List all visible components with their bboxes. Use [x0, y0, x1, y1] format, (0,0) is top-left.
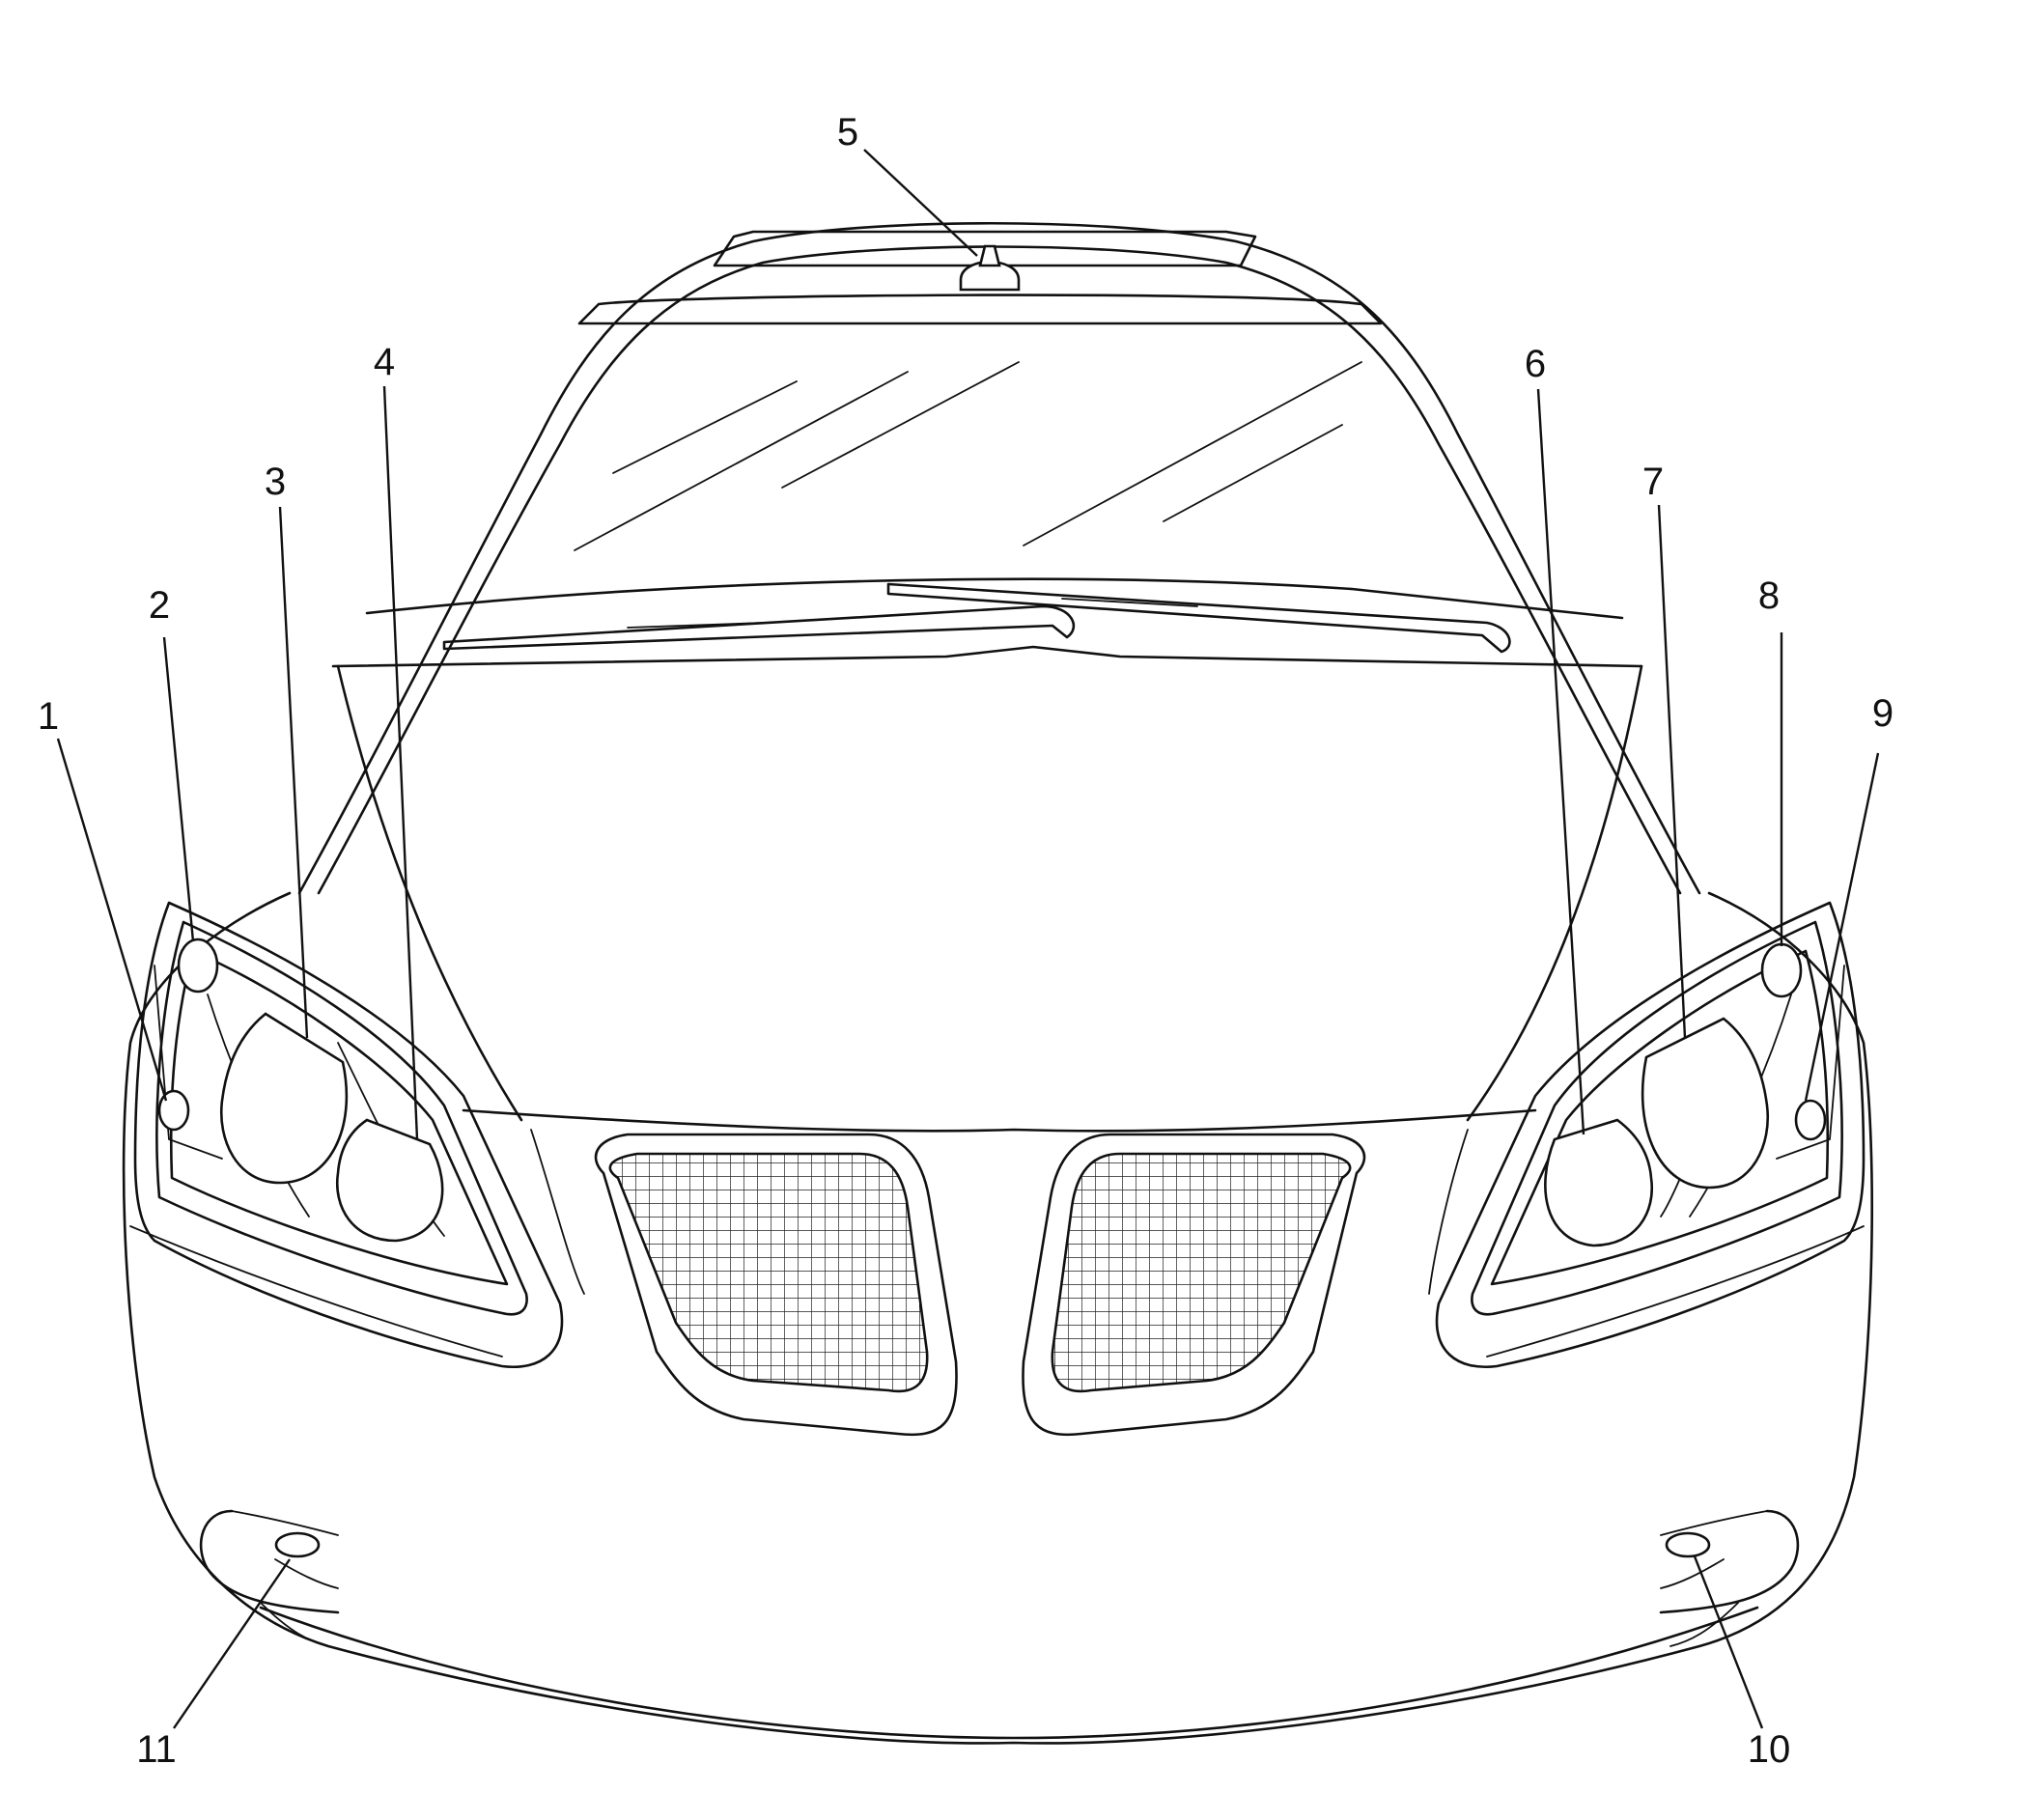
- left-park-turn-lamp: [177, 938, 219, 994]
- left-grille: [594, 1133, 958, 1437]
- right-side-marker-lamp: [1794, 1099, 1827, 1141]
- right-fog-lamp-pocket: [1659, 1509, 1800, 1614]
- left-low-beam-lamp: [335, 1118, 444, 1243]
- callout-1: 1: [38, 695, 59, 738]
- callout-10: 10: [1748, 1728, 1791, 1771]
- right-park-turn-lamp: [1760, 942, 1803, 998]
- right-headlamp-assembly: [1435, 901, 1866, 1369]
- left-high-beam-lamp: [219, 1012, 349, 1185]
- callout-labels: 1 2 3 4 5 6 7 8 9 10 11: [38, 111, 1894, 1771]
- callout-7: 7: [1642, 461, 1664, 503]
- leader-lines: [56, 149, 1880, 1729]
- callout-2: 2: [149, 584, 170, 627]
- callout-3: 3: [265, 461, 286, 503]
- callout-11: 11: [136, 1728, 177, 1771]
- right-grille: [1022, 1133, 1366, 1437]
- right-low-beam-lamp: [1544, 1118, 1654, 1247]
- left-side-marker-lamp: [157, 1089, 190, 1132]
- left-fog-lamp-pocket: [199, 1509, 340, 1614]
- callout-6: 6: [1525, 343, 1546, 385]
- right-high-beam-lamp: [1641, 1017, 1770, 1190]
- callout-4: 4: [374, 341, 395, 383]
- left-fog-lamp: [274, 1531, 321, 1558]
- left-headlamp-assembly: [133, 901, 564, 1369]
- car-body: [122, 221, 1874, 1745]
- callout-8: 8: [1758, 574, 1780, 617]
- right-fog-lamp: [1665, 1531, 1711, 1558]
- center-high-mount-lamp: [959, 244, 1021, 292]
- callout-9: 9: [1872, 692, 1894, 735]
- callout-5: 5: [837, 111, 858, 154]
